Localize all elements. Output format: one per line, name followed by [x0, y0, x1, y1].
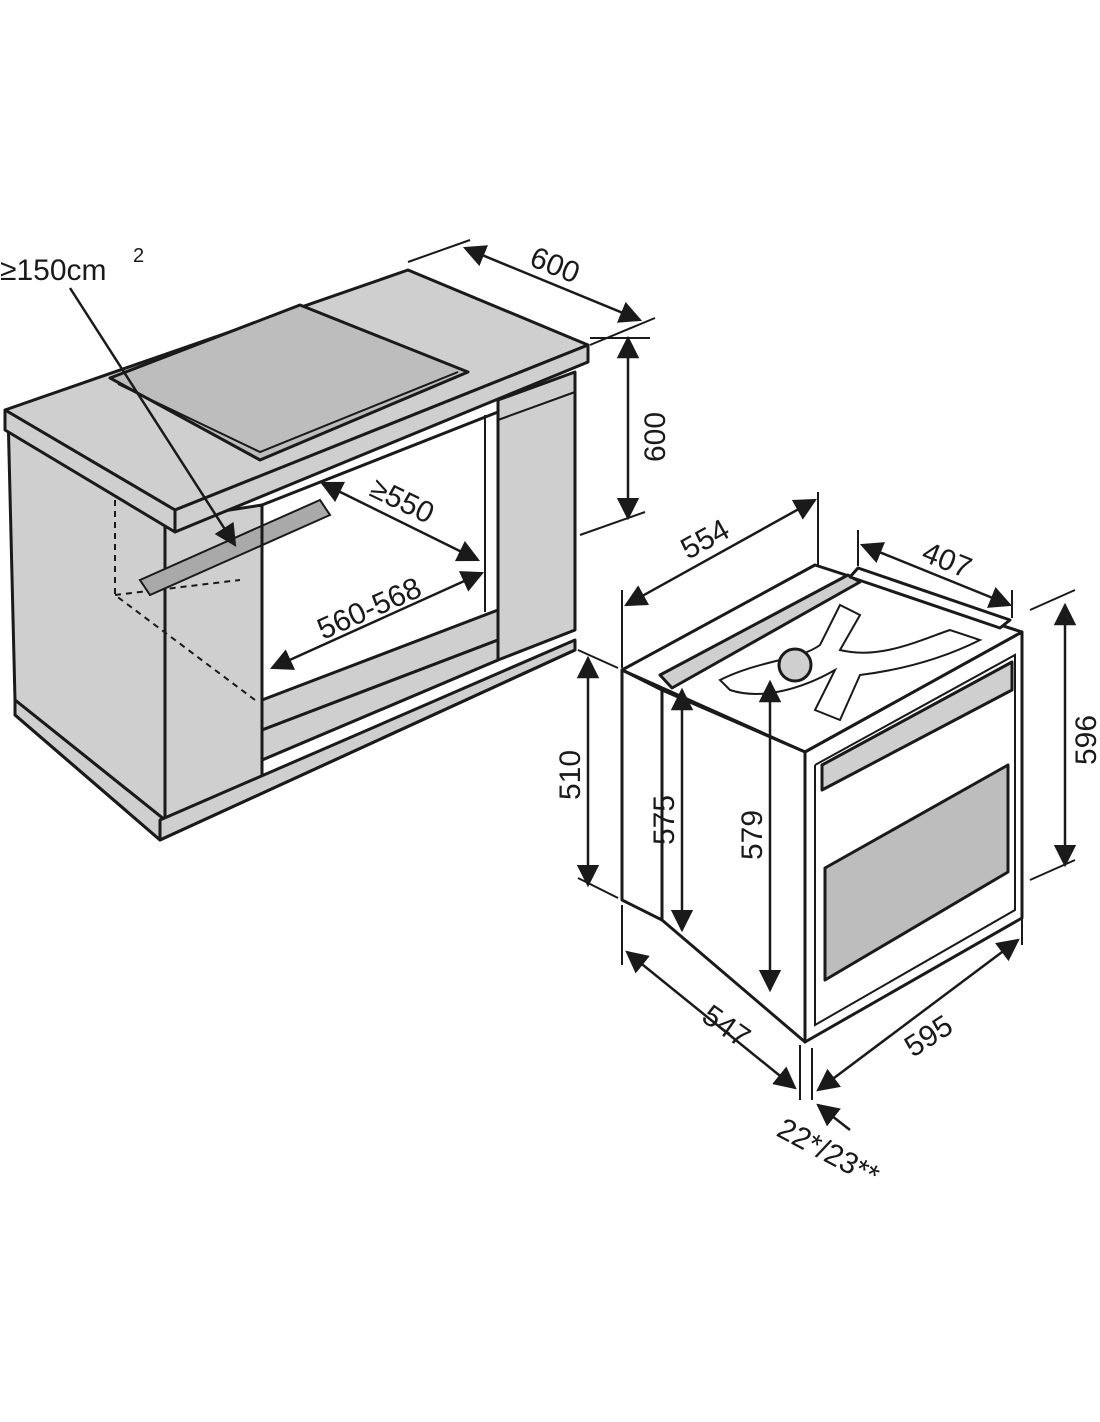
heating-element	[718, 603, 983, 722]
label-oven-inner-height: 575	[648, 795, 681, 845]
hob	[108, 303, 470, 462]
kitchen-cabinet	[3, 268, 590, 842]
label-oven-depth: 547	[696, 999, 756, 1055]
label-niche-width: 560-568	[312, 571, 426, 646]
label-cabinet-height: 600	[639, 412, 672, 462]
top-depth-dim	[624, 498, 817, 607]
fan-hub	[777, 647, 813, 683]
oven-side	[660, 688, 807, 1044]
label-oven-rear-width: 407	[917, 536, 976, 585]
depth-547-dim	[625, 950, 797, 1090]
rear-width-dim	[859, 542, 1013, 608]
front-thickness-arrow	[816, 1103, 851, 1131]
depth-600-dim	[462, 245, 643, 323]
oven-dimensions	[576, 492, 1077, 1131]
niche-width-dim	[269, 571, 485, 670]
label-oven-total-height: 596	[1070, 715, 1100, 765]
label-oven-front-height: 579	[736, 810, 769, 860]
cabinet-dimensions	[68, 239, 656, 670]
label-front-thickness: 22*/23**	[772, 1112, 885, 1193]
control-panel	[820, 660, 1014, 792]
label-oven-top-depth: 554	[675, 513, 735, 566]
label-vent-area: ≥150cm	[0, 254, 107, 287]
label-oven-side-height: 510	[554, 750, 587, 800]
label-oven-width: 595	[899, 1009, 959, 1064]
label-cabinet-depth: 600	[525, 241, 584, 290]
vent-leader-line	[68, 287, 237, 547]
niche-depth-dim	[319, 481, 481, 562]
width-595-dim	[816, 938, 1020, 1092]
label-vent-area-sup: 2	[133, 245, 144, 267]
